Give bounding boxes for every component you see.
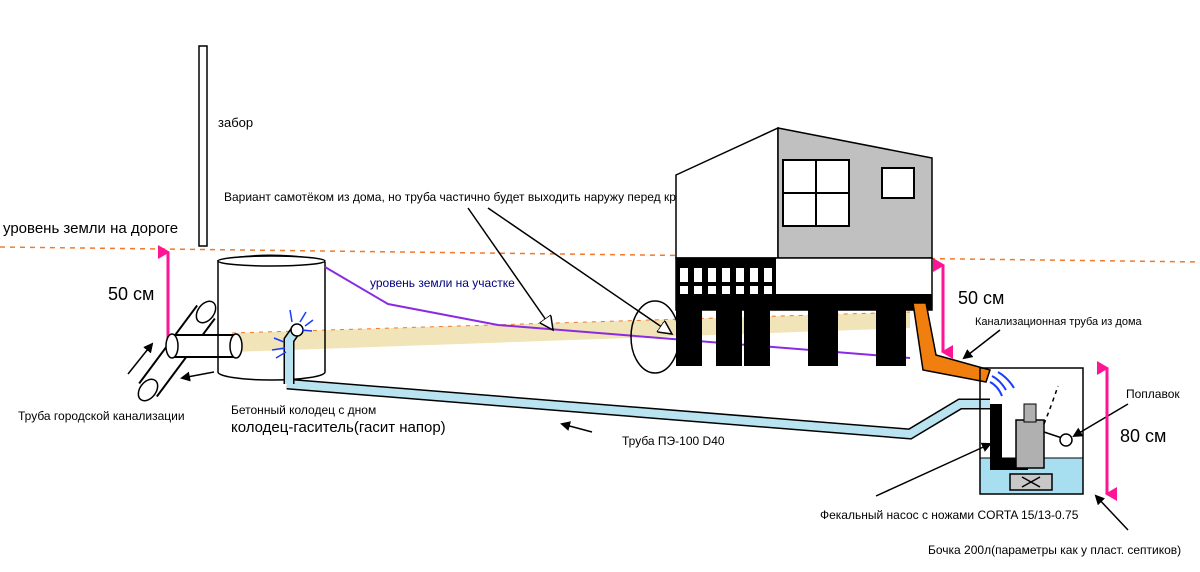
concrete-well bbox=[217, 254, 326, 381]
pe-pipe-label: Труба ПЭ-100 D40 bbox=[622, 434, 725, 448]
fence-label: забор bbox=[218, 115, 253, 130]
road-ground-level-line bbox=[0, 246, 1200, 263]
house-depth-label: 50 см bbox=[958, 288, 1004, 308]
house-sewer-pipe-label: Канализационная труба из дома bbox=[975, 316, 1143, 328]
inlet-splash-icon bbox=[989, 371, 1015, 397]
city-sewer-pipe bbox=[137, 300, 243, 402]
fence-post bbox=[198, 45, 208, 247]
house bbox=[675, 126, 933, 366]
left-depth-label: 50 см bbox=[108, 284, 154, 304]
gravity-option-label: Вариант самотёком из дома, но труба част… bbox=[224, 190, 719, 204]
barrel-label: Бочка 200л(параметры как у пласт. септик… bbox=[928, 543, 1181, 557]
gravity-arrow-1 bbox=[467, 207, 553, 330]
pump-label: Фекальный насос с ножами CORTA 15/13-0.7… bbox=[820, 508, 1079, 522]
pipe-flow-arrow bbox=[560, 421, 593, 433]
float-label: Поплавок bbox=[1126, 387, 1180, 401]
road-ground-level-label: уровень земли на дороге bbox=[3, 220, 178, 237]
city-sewer-label: Труба городской канализации bbox=[18, 409, 185, 423]
sewer-flow-arrow-1 bbox=[127, 342, 154, 375]
site-ground-level-label: уровень земли на участке bbox=[370, 276, 515, 290]
pump bbox=[990, 385, 1073, 491]
house-pipe-arrow bbox=[962, 329, 1001, 360]
site-ground-level-line bbox=[324, 266, 911, 359]
concrete-well-label: Бетонный колодец с дном bbox=[231, 403, 376, 417]
barrel-height-label: 80 см bbox=[1120, 426, 1166, 446]
gravity-arrow-2 bbox=[487, 207, 672, 334]
sewer-flow-arrow-2 bbox=[180, 371, 215, 382]
pump-arrow bbox=[875, 442, 992, 497]
pe-pipe bbox=[283, 323, 990, 440]
house-sewer-pipe bbox=[912, 302, 991, 383]
well-splash-icon bbox=[271, 309, 314, 359]
barrel-arrow bbox=[1094, 494, 1129, 531]
damper-well-label: колодец-гаситель(гасит напор) bbox=[231, 419, 446, 436]
